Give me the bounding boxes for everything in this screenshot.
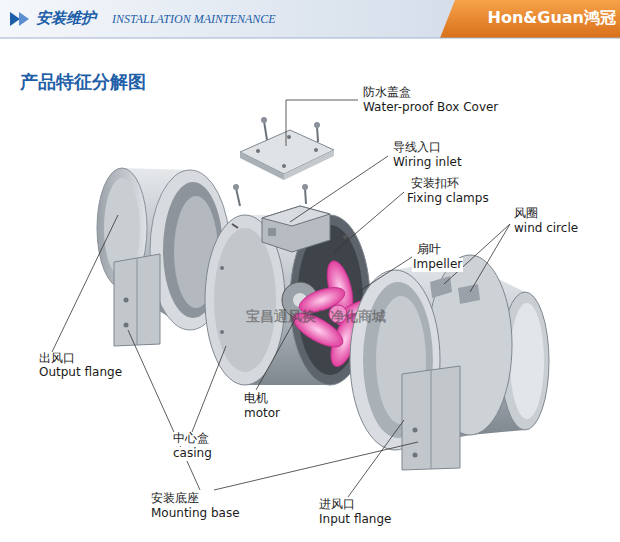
part-name-en: motor xyxy=(243,407,281,421)
part-name-cn: 防水盖盒 xyxy=(362,86,412,100)
brand-name: Hon&Guan鸿冠 xyxy=(488,9,616,27)
part-name-en: Wiring inlet xyxy=(392,156,463,170)
part-name-cn: 进风口 xyxy=(318,498,356,512)
header-title: 安装维护 xyxy=(36,10,96,27)
part-name-cn: 安装扣环 xyxy=(410,177,460,191)
part-name-cn: 安装底座 xyxy=(150,492,200,506)
part-name-en: Output flange xyxy=(38,366,123,380)
part-name-en: Input flange xyxy=(318,513,392,527)
part-name-cn: 出风口 xyxy=(38,352,76,366)
part-name-en: Mounting base xyxy=(150,507,241,521)
part-name-en: wind circle xyxy=(513,222,579,236)
part-name-cn: 扇叶 xyxy=(416,243,442,257)
part-name-cn: 中心盒 xyxy=(172,432,210,446)
diagram-title: 产品特征分解图 xyxy=(20,72,146,93)
header-subtitle: INSTALLATION MAINTENANCE xyxy=(112,13,276,27)
part-name-en: Water-proof Box Cover xyxy=(362,101,499,115)
part-name-en: Fixing clamps xyxy=(406,192,490,206)
part-name-cn: 风圈 xyxy=(513,207,539,221)
part-name-en: Impeller xyxy=(412,258,463,272)
part-name-en: casing xyxy=(172,447,213,461)
part-name-cn: 导线入口 xyxy=(392,141,442,155)
watermark: 宝昌通风换气净化商城 xyxy=(246,308,386,324)
part-name-cn: 电机 xyxy=(243,392,269,406)
